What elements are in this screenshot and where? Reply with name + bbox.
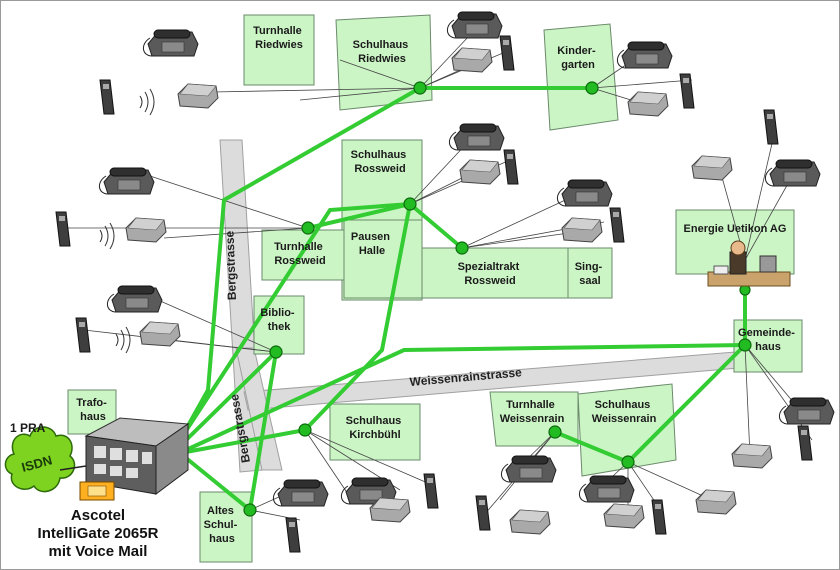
svg-text:Spezialtrakt Rossweid: Spezialtrakt Rossweid (458, 261, 523, 287)
svg-text:Turnhalle Rossweid: Turnhalle Rossweid (274, 241, 326, 267)
pbx-name-line-3: mit Voice Mail (49, 543, 148, 560)
building-spezialtrakt (421, 247, 569, 299)
label-turnhalle-riedwies-2: Riedwies (255, 39, 303, 51)
svg-text:Gemeinde- haus: Gemeinde- haus (738, 327, 798, 353)
dect-base-station-icon (691, 155, 733, 181)
dect-base-station-icon (561, 217, 603, 243)
node-altes-schulhaus (243, 503, 257, 517)
svg-text:Sing- saal: Sing- saal (575, 261, 606, 287)
node-schulhaus-rossweid (403, 197, 417, 211)
building-pausen-halle (343, 219, 423, 299)
dect-base-station-icon (731, 443, 773, 469)
label-trafohaus-1: Trafo- (76, 397, 107, 409)
dect-base-station-icon (369, 497, 411, 523)
label-schulhaus-weissenrain-2: Weissenrain (592, 413, 657, 425)
label-schulhaus-rossweid-2: Rossweid (354, 163, 405, 175)
dect-base-station-icon (695, 489, 737, 515)
svg-text:Pausen Halle: Pausen Halle (351, 231, 393, 257)
label-schulhaus-riedwies-1: Schulhaus (353, 39, 409, 51)
svg-text:Biblio- thek: Biblio- thek (260, 307, 297, 333)
svg-text:Trafo- haus: Trafo- haus (76, 397, 110, 423)
svg-text:Schulhaus Rossweid: Schulhaus Rossweid (351, 149, 410, 175)
label-schulhaus-kirchbuehl-1: Schulhaus (346, 415, 402, 427)
dect-base-station-icon (125, 217, 167, 243)
label-spezialtrakt-2: Rossweid (464, 275, 515, 287)
node-bibliothek (269, 345, 283, 359)
label-spezialtrakt-1: Spezialtrakt (458, 261, 520, 273)
label-kindergarten-2: garten (561, 59, 595, 71)
dect-base-station-icon (509, 509, 551, 535)
label-altes-schulhaus-1: Altes (207, 505, 234, 517)
svg-text:Kinder- garten: Kinder- garten (557, 45, 599, 71)
building-bibliothek (253, 295, 305, 355)
dect-base-station-icon (451, 47, 493, 73)
label-bibliothek-2: thek (268, 321, 292, 333)
label-turnhalle-weissenrain-2: Weissenrain (500, 413, 565, 425)
label-turnhalle-rossweid-1: Turnhalle (274, 241, 323, 253)
label-schulhaus-riedwies-2: Riedwies (358, 53, 406, 65)
dect-base-station-icon (139, 321, 181, 347)
node-turnhalle-weissenrain (548, 425, 562, 439)
svg-text:Turnhalle Weissenrain: Turnhalle Weissenrain (500, 399, 565, 425)
buildings (67, 14, 803, 563)
nodes (243, 81, 752, 517)
pra-label: 1 PRA (10, 421, 46, 435)
node-gemeindehaus (738, 338, 752, 352)
label-schulhaus-kirchbuehl-2: Kirchbühl (349, 429, 400, 441)
street-label-bergstrasse: Bergstrasse (223, 230, 239, 300)
node-kindergarten (585, 81, 599, 95)
label-schulhaus-rossweid-1: Schulhaus (351, 149, 407, 161)
svg-text:Schulhaus Riedwies: Schulhaus Riedwies (353, 39, 412, 65)
label-kindergarten-1: Kinder- (557, 45, 596, 57)
label-pausen-halle-2: Halle (359, 245, 385, 257)
building-labels: Turnhalle Riedwies Schulhaus Riedwies Ki… (76, 25, 798, 545)
dect-base-station-icon (627, 91, 669, 117)
node-schulhaus-riedwies (413, 81, 427, 95)
office-worker-icon (707, 240, 791, 287)
label-singsaal-1: Sing- (575, 261, 603, 273)
dect-base-station-icon (459, 159, 501, 185)
dect-base-station-icon (603, 503, 645, 529)
label-trafohaus-2: haus (80, 411, 106, 423)
node-schulhaus-kirchbuehl (298, 423, 312, 437)
pbx-name-line-1: Ascotel (71, 507, 125, 524)
svg-text:Altes Schul- haus: Altes Schul- haus (204, 505, 241, 545)
label-bibliothek-1: Biblio- (260, 307, 295, 319)
svg-text:Schulhaus Weissenrain: Schulhaus Weissenrain (592, 399, 657, 425)
label-altes-schulhaus-3: haus (209, 533, 235, 545)
label-altes-schulhaus-2: Schul- (204, 519, 238, 531)
pbx-server-icon (79, 417, 190, 501)
svg-text:Schulhaus Kirchbühl: Schulhaus Kirchbühl (346, 415, 405, 441)
building-kindergarten (543, 23, 619, 131)
building-schulhaus-riedwies (335, 14, 433, 111)
node-schulhaus-weissenrain (621, 455, 635, 469)
node-spezialtrakt (455, 241, 469, 255)
label-pausen-halle-1: Pausen (351, 231, 390, 243)
node-turnhalle-rossweid (301, 221, 315, 235)
building-singsaal (567, 247, 613, 299)
label-turnhalle-rossweid-2: Rossweid (274, 255, 325, 267)
dect-base-station-icon (177, 83, 219, 109)
label-gemeindehaus-1: Gemeinde- (738, 327, 795, 339)
label-turnhalle-riedwies-1: Turnhalle (253, 25, 302, 37)
building-schulhaus-kirchbuehl (329, 403, 421, 461)
label-singsaal-2: saal (579, 275, 600, 287)
pbx-name-line-2: IntelliGate 2065R (38, 525, 159, 542)
building-turnhalle-riedwies (243, 14, 315, 86)
isdn-cloud-icon: ISDN (4, 426, 76, 493)
svg-text:Turnhalle Riedwies: Turnhalle Riedwies (253, 25, 305, 51)
label-turnhalle-weissenrain-1: Turnhalle (506, 399, 555, 411)
label-schulhaus-weissenrain-1: Schulhaus (595, 399, 651, 411)
label-gemeindehaus-2: haus (755, 341, 781, 353)
label-energie-uetikon: Energie Uetikon AG (684, 223, 787, 235)
